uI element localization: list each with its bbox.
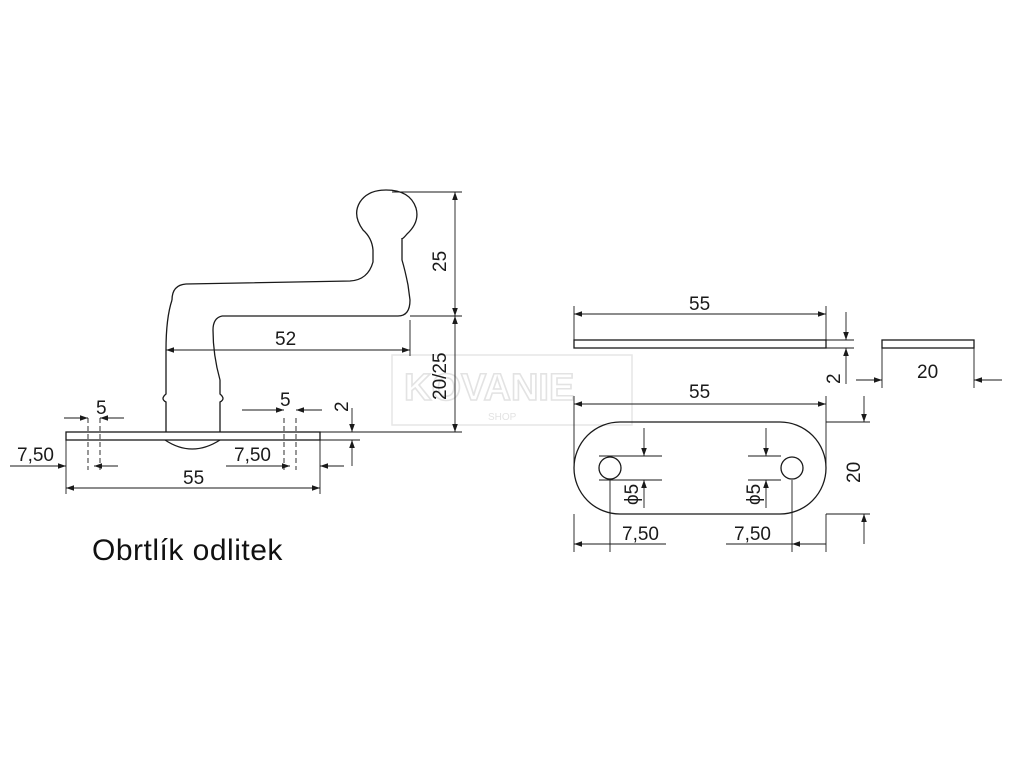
edge-plate [573,339,827,349]
plate-edge-view [573,339,975,349]
end-plate [881,339,975,349]
dim-top-offset-left: 7,50 [622,524,659,545]
dim-arm-length: 52 [275,329,296,350]
dim-offset-right: 7,50 [234,445,271,466]
top-dimensions [573,396,870,552]
dim-top-width: 20 [844,462,865,483]
dim-offset-left: 7,50 [17,445,54,466]
side-arm [171,238,411,317]
watermark: KOVANIE SHOP [391,354,633,426]
side-stem [162,299,224,432]
edge-labels: 55 2 20 [689,294,938,384]
dim-stem-height: 20/25 [430,352,451,400]
watermark-brand: KOVANIE [404,367,574,409]
side-base-plate [65,431,321,441]
top-hole-right [780,456,804,480]
dim-top-length: 55 [689,382,710,403]
dim-top-offset-right: 7,50 [734,524,771,545]
top-plate [573,421,827,515]
dim-edge-thickness: 2 [824,373,845,384]
side-view [65,189,418,450]
plate-top-view [573,421,827,515]
dim-handle-height: 25 [430,251,451,272]
dim-plate-thickness: 2 [332,401,353,412]
side-dimensions [10,191,462,494]
dim-top-hole-left: ϕ5 [622,484,643,505]
dim-hole-right: 5 [280,390,291,411]
dim-end-width: 20 [917,362,938,383]
dim-edge-length: 55 [689,294,710,315]
edge-dimensions [573,306,1002,388]
dim-plate-length: 55 [183,468,204,489]
top-hole-left [598,456,622,480]
side-labels: 25 20/25 52 2 5 5 7,50 7,50 55 [17,251,451,489]
dim-hole-left: 5 [96,398,107,419]
side-knob [356,189,418,251]
drawing-caption: Obrtlík odlitek [92,534,283,567]
watermark-sub: SHOP [488,412,517,423]
side-rivet-head [164,439,221,450]
top-labels: 55 20 ϕ5 ϕ5 7,50 7,50 [622,382,865,545]
dim-top-hole-right: ϕ5 [744,484,765,505]
